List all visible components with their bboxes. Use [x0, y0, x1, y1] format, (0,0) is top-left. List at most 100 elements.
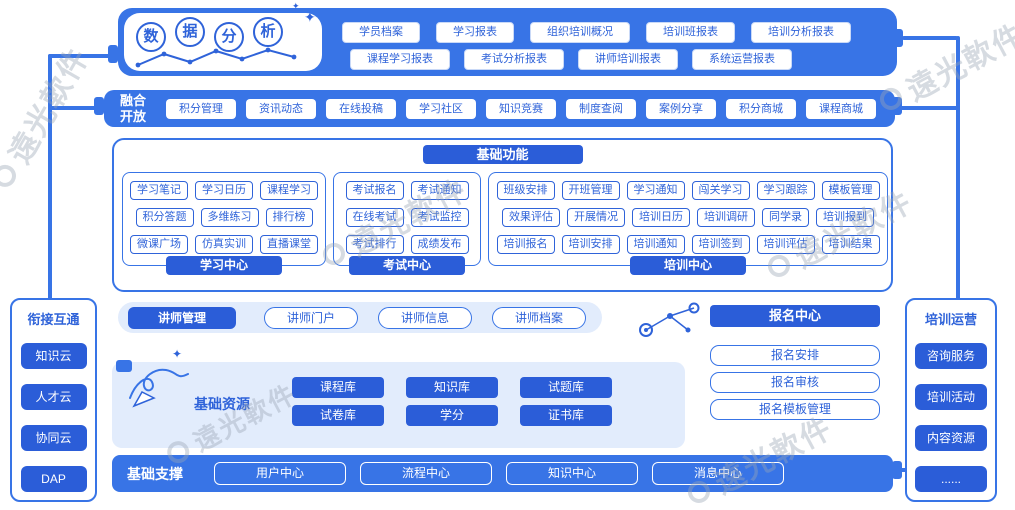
resource-chip[interactable]: 课程库 — [292, 377, 384, 398]
basic-functions-section: 基础功能 学习笔记学习日历课程学习 积分答题多维练习排行榜 微课广场仿真实训直播… — [112, 138, 893, 292]
registration-center-banner: 报名中心 — [710, 305, 880, 327]
feature-chip[interactable]: 培训通知 — [626, 235, 685, 254]
training-center-group: 班级安排开班管理学习通知闯关学习学习跟踪模板管理 效果评估开展情况培训日历培训调… — [488, 172, 888, 275]
resource-chip[interactable]: 学分 — [406, 405, 498, 426]
connector-plug-icon — [892, 97, 902, 115]
feature-chip[interactable]: 学习笔记 — [130, 181, 188, 200]
feature-chip[interactable]: 考试报名 — [345, 181, 404, 200]
feature-chip[interactable]: 培训安排 — [561, 235, 620, 254]
feature-chip[interactable]: 学习日历 — [195, 181, 253, 200]
feature-chip[interactable]: 考试监控 — [410, 208, 469, 227]
feature-row: 考试报名考试通知 — [334, 181, 480, 200]
cloud-chip[interactable]: 人才云 — [20, 384, 87, 410]
support-chip[interactable]: 知识中心 — [506, 462, 638, 485]
feature-chip[interactable]: 培训调研 — [697, 208, 755, 227]
operation-chip[interactable]: 内容资源 — [915, 425, 987, 451]
feature-row: 考试排行成绩发布 — [334, 235, 480, 254]
feature-chip[interactable]: 学习通知 — [626, 181, 685, 200]
fusion-chip[interactable]: 课程商城 — [806, 98, 876, 119]
resource-chip[interactable]: 知识库 — [406, 377, 498, 398]
feature-chip[interactable]: 培训结果 — [821, 235, 880, 254]
feature-chip[interactable]: 在线考试 — [345, 208, 404, 227]
feature-chip[interactable]: 培训报名 — [496, 235, 555, 254]
feature-chip[interactable]: 培训评估 — [756, 235, 815, 254]
operation-chip[interactable]: ...... — [915, 466, 987, 492]
feature-chip[interactable]: 班级安排 — [496, 181, 555, 200]
sparkle-icon: ✦ — [304, 9, 316, 25]
support-chip[interactable]: 消息中心 — [652, 462, 784, 485]
lecturer-management-button[interactable]: 讲师管理 — [128, 306, 237, 329]
resource-chip[interactable]: 证书库 — [520, 405, 612, 426]
report-chip[interactable]: 课程学习报表 — [350, 49, 450, 70]
feature-chip[interactable]: 课程学习 — [260, 181, 318, 200]
report-chip[interactable]: 学习报表 — [436, 22, 514, 43]
report-chips-row-1: 学员档案学习报表组织培训概况培训班报表培训分析报表 — [342, 22, 851, 43]
fusion-chip[interactable]: 学习社区 — [406, 98, 476, 119]
operation-chip[interactable]: 咨询服务 — [915, 343, 987, 369]
report-chip[interactable]: 系统运营报表 — [692, 49, 792, 70]
lecturer-chip[interactable]: 讲师门户 — [264, 306, 359, 329]
feature-chip[interactable]: 开展情况 — [567, 208, 625, 227]
fusion-chip[interactable]: 案例分享 — [646, 98, 716, 119]
cloud-chip[interactable]: DAP — [20, 466, 87, 492]
support-chip[interactable]: 用户中心 — [214, 462, 346, 485]
cloud-chip[interactable]: 协同云 — [20, 425, 87, 451]
feature-chip[interactable]: 积分答题 — [135, 208, 194, 227]
registration-button[interactable]: 报名审核 — [710, 372, 880, 393]
training-operations-title: 培训运营 — [924, 312, 977, 327]
fusion-chip[interactable]: 资讯动态 — [246, 98, 316, 119]
report-chip[interactable]: 组织培训概况 — [530, 22, 630, 43]
registration-button[interactable]: 报名安排 — [710, 345, 880, 366]
connectivity-panel-title: 衔接互通 — [27, 312, 80, 327]
fusion-chip[interactable]: 在线投稿 — [326, 98, 396, 119]
report-chip[interactable]: 考试分析报表 — [464, 49, 564, 70]
fusion-open-label: 融合开放 — [120, 92, 147, 124]
feature-chip[interactable]: 学习跟踪 — [756, 181, 815, 200]
feature-chip[interactable]: 模板管理 — [821, 181, 880, 200]
operation-chip[interactable]: 培训活动 — [915, 384, 987, 410]
feature-chip[interactable]: 多维练习 — [200, 208, 259, 227]
connectivity-items: 知识云人才云协同云 DAP — [12, 343, 95, 492]
registration-buttons: 报名安排报名审核报名模板管理 — [710, 345, 880, 426]
registration-button[interactable]: 报名模板管理 — [710, 399, 880, 420]
feature-chip[interactable]: 成绩发布 — [410, 235, 469, 254]
right-connector-line — [956, 36, 960, 300]
fusion-chip[interactable]: 积分管理 — [166, 98, 236, 119]
resource-chip[interactable]: 试题库 — [520, 377, 612, 398]
feature-chip[interactable]: 仿真实训 — [195, 235, 253, 254]
feature-chip[interactable]: 培训签到 — [691, 235, 750, 254]
feature-row: 学习笔记学习日历课程学习 — [123, 181, 325, 200]
feature-chip[interactable]: 同学录 — [762, 208, 809, 227]
cloud-chip[interactable]: 知识云 — [20, 343, 87, 369]
feature-chip[interactable]: 直播课堂 — [260, 235, 318, 254]
resource-chip[interactable]: 试卷库 — [292, 405, 384, 426]
report-chip[interactable]: 培训分析报表 — [751, 22, 851, 43]
report-chip[interactable]: 学员档案 — [342, 22, 420, 43]
feature-chip[interactable]: 效果评估 — [502, 208, 560, 227]
report-chip[interactable]: 培训班报表 — [646, 22, 735, 43]
fusion-chip[interactable]: 知识竞赛 — [486, 98, 556, 119]
feature-chip[interactable]: 考试排行 — [345, 235, 404, 254]
report-chip[interactable]: 讲师培训报表 — [578, 49, 678, 70]
doodle-decoration: ✦ — [116, 347, 189, 408]
report-chips-row-2: 课程学习报表考试分析报表讲师培训报表系统运营报表 — [350, 49, 792, 70]
lecturer-chip[interactable]: 讲师信息 — [378, 306, 473, 329]
connector-plug-icon — [893, 29, 903, 47]
lecturer-chip[interactable]: 讲师档案 — [492, 306, 587, 329]
support-chip[interactable]: 流程中心 — [360, 462, 492, 485]
feature-chip[interactable]: 闯关学习 — [691, 181, 750, 200]
training-center-label: 培训中心 — [629, 256, 747, 275]
feature-chip[interactable]: 开班管理 — [561, 181, 620, 200]
feature-chip[interactable]: 考试通知 — [410, 181, 469, 200]
feature-chip[interactable]: 排行榜 — [265, 208, 313, 227]
feature-chip[interactable]: 微课广场 — [130, 235, 188, 254]
fusion-chip[interactable]: 制度查阅 — [566, 98, 636, 119]
feature-chip[interactable]: 培训报到 — [816, 208, 874, 227]
left-connector-stub-top — [48, 54, 110, 58]
fusion-chip[interactable]: 积分商城 — [726, 98, 796, 119]
logo-characters: 数据分析 — [124, 13, 322, 52]
left-connector-stub-fusion — [48, 106, 96, 110]
feature-chip[interactable]: 培训日历 — [632, 208, 690, 227]
basic-support-title: 基础支撑 — [127, 465, 183, 482]
